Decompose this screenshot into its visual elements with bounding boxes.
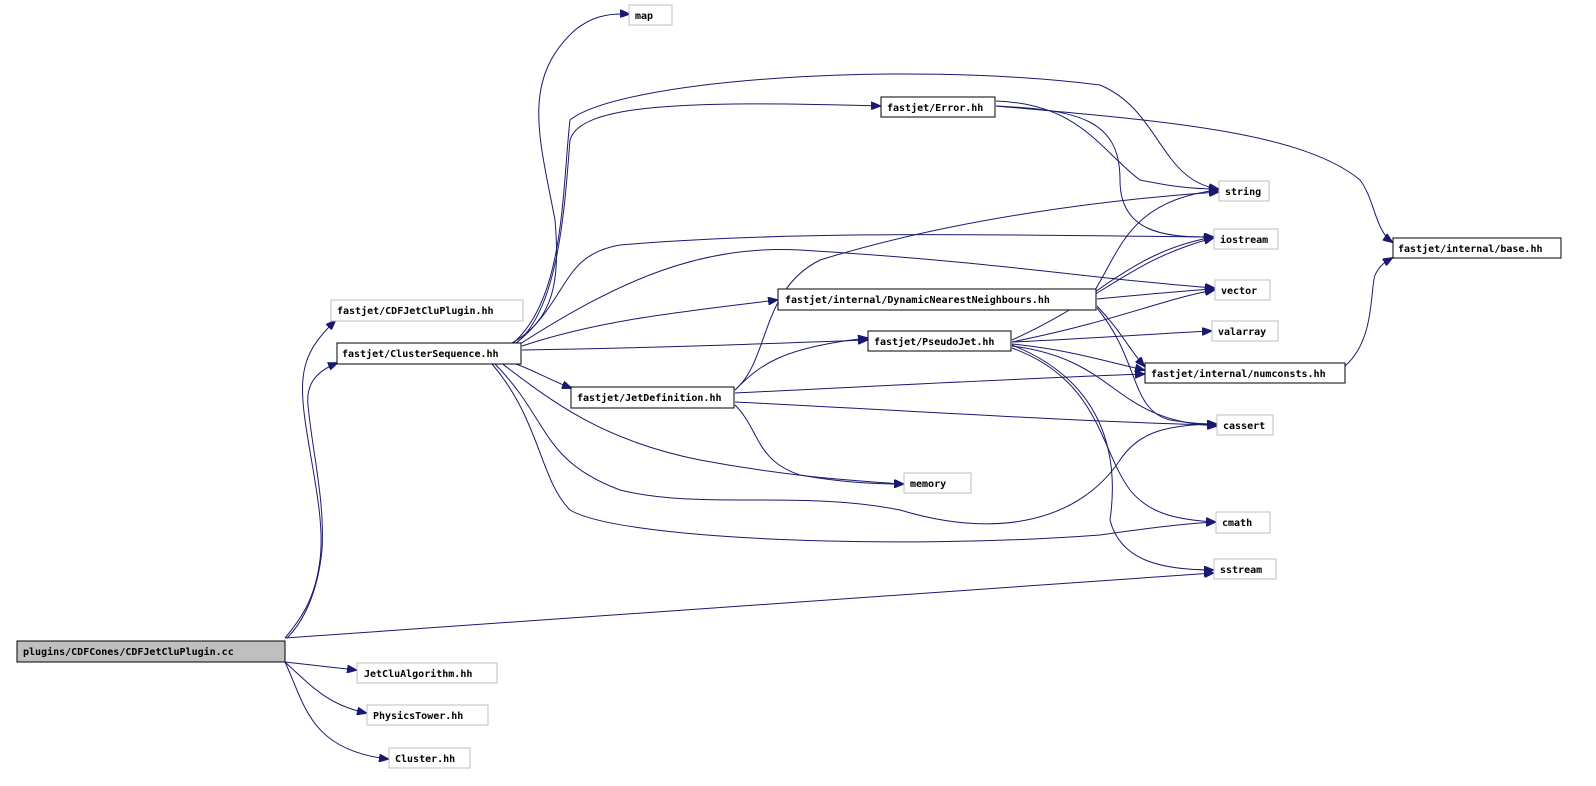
edge-pseudojet-to-cmath xyxy=(1011,347,1215,522)
node-error[interactable]: fastjet/Error.hh xyxy=(880,96,996,118)
node-dnn-label: fastjet/internal/DynamicNearestNeighbour… xyxy=(785,294,1050,306)
node-vector-label: vector xyxy=(1221,286,1257,297)
node-physicstower-label: PhysicsTower.hh xyxy=(373,710,463,722)
node-base-label: fastjet/internal/base.hh xyxy=(1398,243,1543,255)
edge-pseudojet-to-iostream xyxy=(1011,238,1213,341)
node-cmath[interactable]: cmath xyxy=(1215,511,1271,534)
edge-pseudojet-to-sstream xyxy=(1011,344,1213,570)
edge-dnn-to-string xyxy=(1094,190,1218,291)
node-cassert-label: cassert xyxy=(1223,421,1265,432)
edge-pseudojet-to-numconsts xyxy=(1011,343,1144,370)
nodes: plugins/CDFCones/CDFJetCluPlugin.cc fast… xyxy=(16,4,1562,769)
edge-pseudojet-to-cassert xyxy=(1011,345,1216,426)
edge-root-to-clusterseq xyxy=(286,363,337,639)
node-cdfplugin[interactable]: fastjet/CDFJetCluPlugin.hh xyxy=(330,299,524,322)
node-pseudojet-label: fastjet/PseudoJet.hh xyxy=(874,336,994,348)
edge-root-to-cdfplugin xyxy=(284,321,335,639)
edge-root-to-cluster xyxy=(284,661,388,759)
edge-error-to-base xyxy=(995,105,1392,242)
edge-error-to-string xyxy=(995,100,1218,189)
edge-clusterseq-to-memory xyxy=(499,361,903,484)
edge-dnn-to-vector xyxy=(1096,289,1214,300)
node-clusterseq[interactable]: fastjet/ClusterSequence.hh xyxy=(336,342,522,365)
edge-clusterseq-to-pseudojet xyxy=(521,340,867,351)
node-cassert[interactable]: cassert xyxy=(1216,414,1274,436)
edge-clusterseq-to-iostream xyxy=(514,235,1213,345)
edge-jetdef-to-numconsts xyxy=(734,374,1144,394)
edge-jetdef-to-cassert xyxy=(734,401,1216,425)
node-vector[interactable]: vector xyxy=(1214,279,1271,301)
edge-clusterseq-to-cassert xyxy=(494,363,1216,525)
node-cdfplugin-label: fastjet/CDFJetCluPlugin.hh xyxy=(337,305,494,317)
node-jetclu-label: JetCluAlgorithm.hh xyxy=(364,668,472,680)
node-jetdef[interactable]: fastjet/JetDefinition.hh xyxy=(570,386,735,409)
node-cluster[interactable]: Cluster.hh xyxy=(388,747,471,769)
node-jetdef-label: fastjet/JetDefinition.hh xyxy=(577,392,722,404)
node-root[interactable]: plugins/CDFCones/CDFJetCluPlugin.cc xyxy=(16,640,286,663)
edge-jetdef-to-memory xyxy=(734,404,903,484)
edge-numconsts-to-base xyxy=(1344,258,1392,367)
node-string[interactable]: string xyxy=(1218,180,1270,202)
node-sstream[interactable]: sstream xyxy=(1213,558,1277,580)
node-physicstower[interactable]: PhysicsTower.hh xyxy=(366,704,489,726)
node-memory-label: memory xyxy=(910,479,946,490)
node-root-label: plugins/CDFCones/CDFJetCluPlugin.cc xyxy=(23,646,234,658)
edge-pseudojet-to-vector xyxy=(1011,290,1214,343)
node-cluster-label: Cluster.hh xyxy=(395,754,455,765)
edge-clusterseq-to-jetdef xyxy=(509,361,571,388)
edge-root-to-jetclu xyxy=(284,661,356,670)
node-map-label: map xyxy=(635,11,653,22)
edges xyxy=(284,14,1392,759)
node-base[interactable]: fastjet/internal/base.hh xyxy=(1392,237,1562,259)
node-iostream[interactable]: iostream xyxy=(1213,228,1279,250)
node-map[interactable]: map xyxy=(628,4,673,26)
edge-dnn-to-numconsts xyxy=(1096,305,1144,366)
edge-jetdef-to-string xyxy=(734,192,1218,391)
node-cmath-label: cmath xyxy=(1222,518,1252,529)
edge-jetdef-to-pseudojet xyxy=(734,338,867,391)
node-dnn[interactable]: fastjet/internal/DynamicNearestNeighbour… xyxy=(777,288,1097,311)
node-memory[interactable]: memory xyxy=(903,472,972,494)
edge-dnn-to-iostream xyxy=(1094,237,1213,293)
edge-clusterseq-to-string xyxy=(511,73,1218,345)
edge-root-to-sstream xyxy=(284,573,1213,639)
node-valarray-label: valarray xyxy=(1218,327,1266,338)
edge-clusterseq-to-dnn xyxy=(521,300,777,347)
node-sstream-label: sstream xyxy=(1220,565,1262,576)
edge-root-to-physicstower xyxy=(284,661,366,713)
node-numconsts[interactable]: fastjet/internal/numconsts.hh xyxy=(1144,362,1346,384)
edge-clusterseq-to-error xyxy=(514,104,880,345)
node-pseudojet[interactable]: fastjet/PseudoJet.hh xyxy=(867,330,1012,352)
edge-clusterseq-to-map xyxy=(509,14,629,345)
edge-error-to-iostream xyxy=(995,105,1213,237)
node-error-label: fastjet/Error.hh xyxy=(887,102,983,114)
node-numconsts-label: fastjet/internal/numconsts.hh xyxy=(1151,368,1326,380)
edge-clusterseq-to-cmath xyxy=(491,363,1215,543)
node-iostream-label: iostream xyxy=(1220,234,1268,246)
node-valarray[interactable]: valarray xyxy=(1211,320,1279,342)
node-clusterseq-label: fastjet/ClusterSequence.hh xyxy=(342,348,499,360)
edge-pseudojet-to-valarray xyxy=(1011,331,1211,343)
node-string-label: string xyxy=(1225,186,1261,198)
node-jetclu[interactable]: JetCluAlgorithm.hh xyxy=(356,662,498,684)
